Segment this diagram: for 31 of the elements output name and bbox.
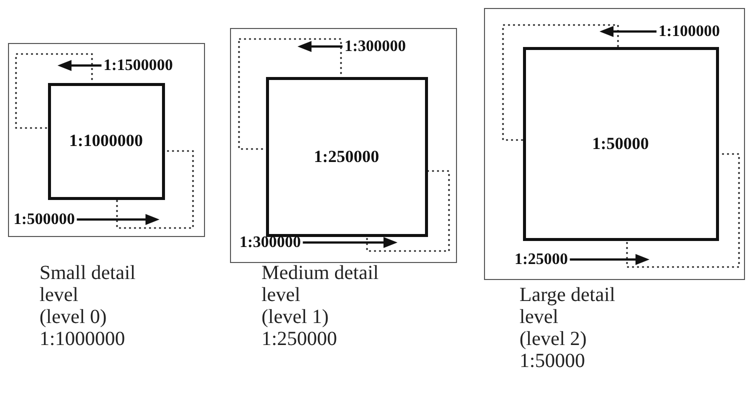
tile-outline bbox=[14, 52, 92, 128]
scale-label: 1:500000 bbox=[14, 210, 75, 228]
arrow bbox=[76, 214, 160, 225]
scale-label: 1:300000 bbox=[344, 38, 406, 56]
arrow bbox=[58, 60, 102, 71]
tile-outline bbox=[626, 152, 740, 268]
caption-text: (level 0) bbox=[40, 306, 107, 328]
scale-label: 1:300000 bbox=[240, 234, 301, 252]
caption-text: Medium detail level bbox=[262, 262, 380, 306]
caption-text: (level 2) bbox=[520, 328, 587, 350]
arrow bbox=[600, 26, 656, 37]
map-tile bbox=[48, 82, 164, 200]
caption-text: 1:50000 bbox=[520, 350, 586, 372]
scale-label: 1:100000 bbox=[658, 22, 720, 40]
scale-label: 1:1500000 bbox=[104, 56, 173, 74]
tile-outline bbox=[116, 150, 194, 228]
caption-text: 1:250000 bbox=[262, 328, 338, 350]
caption-text: 1:1000000 bbox=[40, 328, 126, 350]
arrow bbox=[302, 237, 398, 248]
scale-label: 1:50000 bbox=[592, 134, 649, 154]
arrow bbox=[570, 254, 650, 265]
caption-text: Small detail level bbox=[40, 262, 137, 306]
scale-label: 1:250000 bbox=[314, 146, 380, 166]
map-tile bbox=[522, 46, 718, 240]
map-tile bbox=[266, 76, 428, 236]
tile-outline bbox=[238, 38, 342, 150]
scale-label: 1:1000000 bbox=[69, 131, 143, 151]
caption-text: Large detail level bbox=[520, 284, 616, 328]
scale-label: 1:25000 bbox=[514, 250, 568, 268]
caption-text: (level 1) bbox=[262, 306, 329, 328]
tile-outline bbox=[366, 170, 450, 252]
